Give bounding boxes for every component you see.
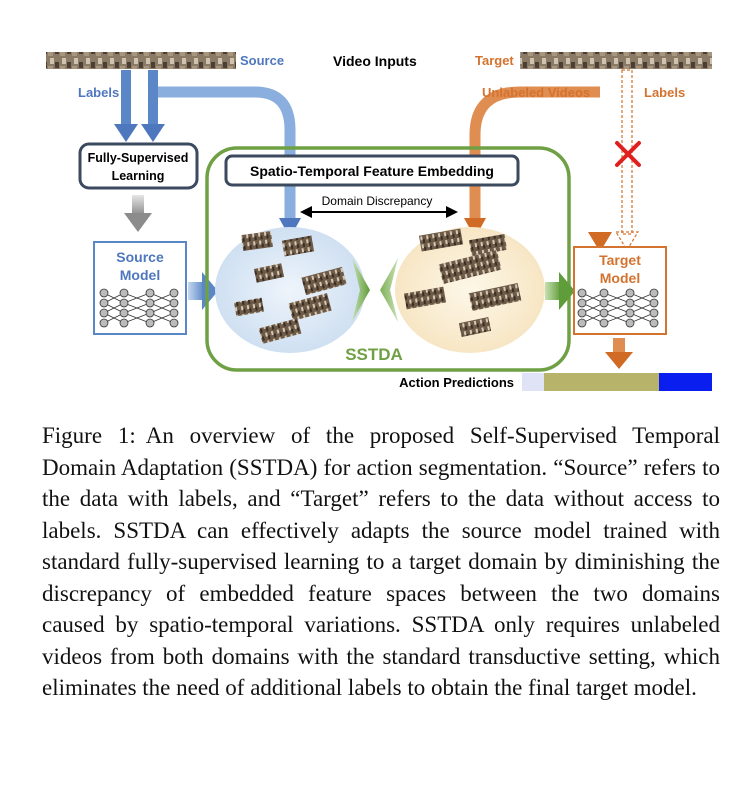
fully-supervised-line2: Learning bbox=[112, 169, 165, 183]
target-feature-space bbox=[395, 227, 545, 353]
source-model-line1: Source bbox=[116, 249, 164, 265]
target-label: Target bbox=[475, 53, 514, 68]
source-feature-space bbox=[215, 227, 365, 353]
domain-discrepancy-label: Domain Discrepancy bbox=[322, 194, 433, 208]
caption-text: An overview of the proposed Self-Supervi… bbox=[42, 423, 720, 700]
labels-left: Labels bbox=[78, 85, 119, 100]
source-video-strip bbox=[46, 52, 236, 69]
figure-label: Figure 1: bbox=[42, 423, 136, 448]
source-network-icon bbox=[99, 288, 179, 328]
sstda-container bbox=[205, 146, 571, 372]
fully-supervised-line1: Fully-Supervised bbox=[88, 151, 189, 165]
target-model-line2: Model bbox=[600, 270, 640, 286]
unlabeled-videos-right: Unlabeled Videos bbox=[482, 85, 590, 100]
green-arrow-right-icon bbox=[352, 258, 370, 322]
target-network-icon bbox=[577, 288, 659, 328]
red-x-icon bbox=[615, 141, 641, 167]
double-arrow-icon bbox=[300, 206, 458, 218]
sstda-label: SSTDA bbox=[345, 345, 403, 364]
green-arrow-left-icon bbox=[380, 258, 398, 322]
figure-caption: Figure 1:An overview of the proposed Sel… bbox=[42, 420, 720, 704]
target-model-line1: Target bbox=[599, 252, 641, 268]
fully-supervised-box bbox=[78, 142, 199, 190]
labels-right: Labels bbox=[644, 85, 685, 100]
embedding-box bbox=[224, 154, 520, 187]
video-inputs-label: Video Inputs bbox=[333, 53, 417, 69]
action-predictions-bar bbox=[522, 373, 712, 391]
target-video-strip bbox=[520, 52, 712, 69]
target-video-clips bbox=[403, 228, 522, 337]
overview-figure: Source Video Inputs Target Labels Unlabe… bbox=[46, 52, 712, 391]
embedding-label: Spatio-Temporal Feature Embedding bbox=[250, 163, 494, 179]
action-predictions-label: Action Predictions bbox=[399, 375, 514, 390]
source-label: Source bbox=[240, 53, 284, 68]
source-model-box bbox=[93, 241, 187, 335]
source-video-clips bbox=[233, 230, 347, 344]
source-model-line2: Model bbox=[120, 267, 160, 283]
